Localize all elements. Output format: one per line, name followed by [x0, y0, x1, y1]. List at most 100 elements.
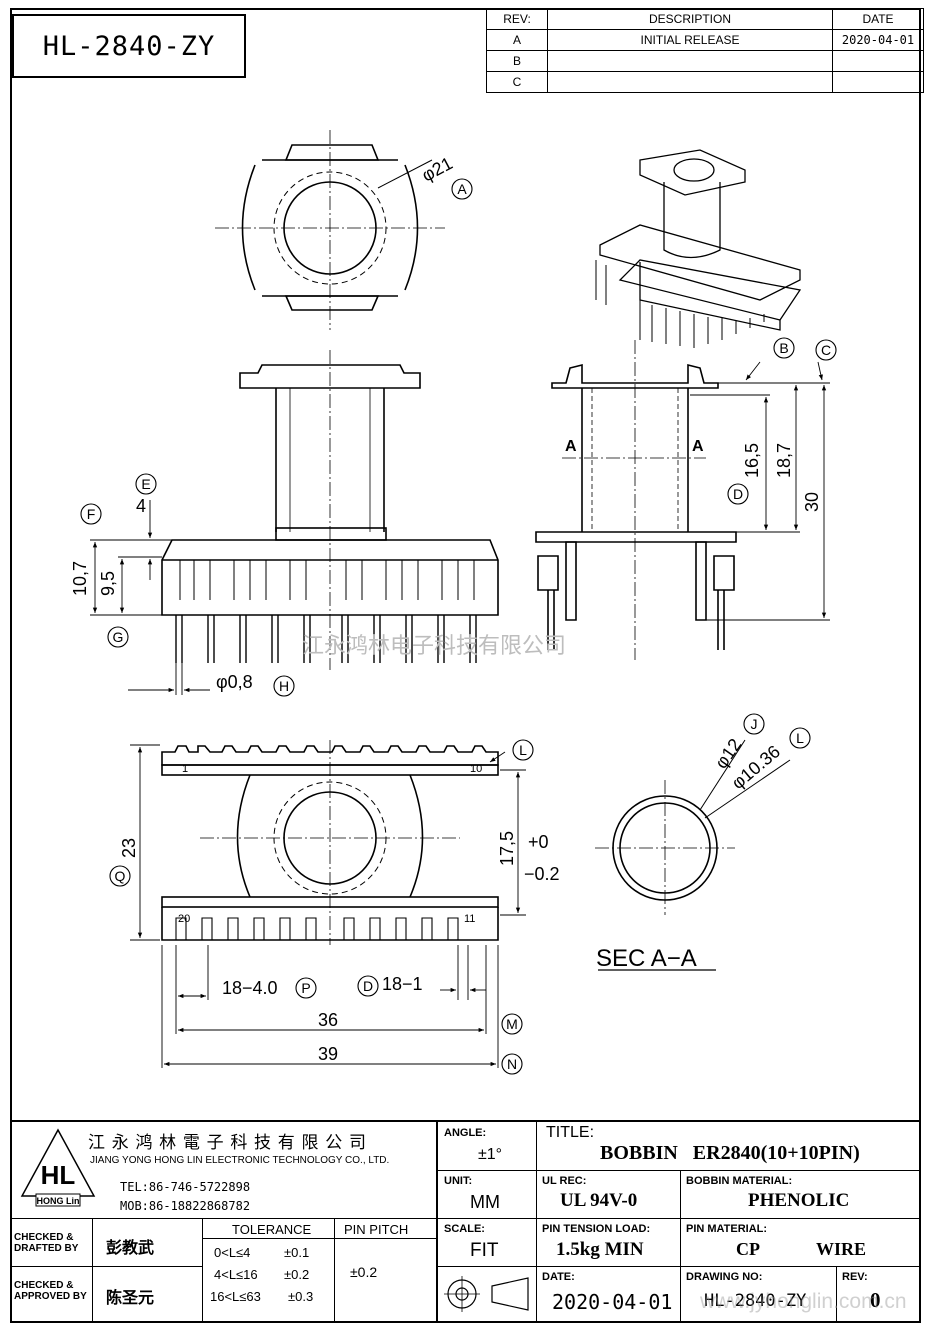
pin-tension-label: PIN TENSION LOAD: [542, 1223, 651, 1235]
label-c: C [821, 342, 831, 358]
dim-30: 30 [802, 492, 822, 512]
tolerance-plus: +0 [528, 832, 549, 852]
date-value: 2020-04-01 [552, 1290, 673, 1314]
tolerance-range-2: 4<L≤16 [214, 1267, 258, 1282]
pin-pitch-value: ±0.2 [350, 1264, 378, 1280]
logo-text: HONG Lin [37, 1196, 80, 1206]
label-e: E [141, 476, 150, 492]
dim-top-diameter: φ21 [418, 153, 455, 186]
pin-1-label: 1 [182, 763, 188, 775]
angle-label: ANGLE: [444, 1127, 487, 1139]
tolerance-value-2: ±0.2 [284, 1267, 310, 1282]
tolerance-label: TOLERANCE [232, 1222, 312, 1237]
revision-table: REV: DESCRIPTION DATE A INITIAL RELEASE … [486, 8, 924, 93]
bottom-view [161, 740, 499, 945]
title-value: BOBBIN ER2840(10+10PIN) [600, 1142, 860, 1164]
watermark-url: www.jyhonglin.com.cn [700, 1290, 907, 1313]
label-l-section: L [796, 730, 804, 746]
dim-10-7: 10,7 [70, 561, 90, 596]
logo-letters: HL [41, 1160, 76, 1190]
isometric-view [595, 149, 802, 348]
date-label: DATE: [542, 1271, 575, 1283]
unit-value: MM [470, 1192, 500, 1212]
company-name-en: JIANG YONG HONG LIN ELECTRONIC TECHNOLOG… [90, 1155, 390, 1166]
dim-36: 36 [318, 1010, 338, 1030]
ul-rec-label: UL REC: [542, 1175, 587, 1187]
section-a-a [595, 739, 791, 971]
pin-tension-value: 1.5kg MIN [556, 1239, 644, 1260]
revision-row: C [486, 71, 924, 93]
company-mob: MOB:86-18822868782 [120, 1199, 251, 1213]
label-g: G [113, 629, 124, 645]
revision-row: A INITIAL RELEASE 2020-04-01 [486, 29, 924, 51]
checked-drafted-name: 彭教武 [106, 1240, 155, 1257]
pin-10-label: 10 [470, 763, 482, 775]
label-d-bottom: D [363, 978, 373, 994]
tolerance-minus: −0.2 [524, 864, 560, 884]
top-view [215, 130, 445, 330]
dim-17-5: 17,5 [497, 831, 517, 866]
label-l-bottom: L [519, 742, 527, 758]
label-j: J [751, 716, 758, 732]
angle-value: ±1° [478, 1146, 503, 1163]
pin-11-label: 11 [464, 913, 475, 925]
label-d: D [733, 486, 743, 502]
rev-label: REV: [842, 1271, 868, 1283]
label-h: H [279, 678, 289, 694]
label-f: F [87, 506, 96, 522]
checked-drafted-label: CHECKED & DRAFTED BY [14, 1232, 79, 1254]
side-view [535, 340, 737, 660]
company-tel: TEL:86-746-5722898 [120, 1180, 251, 1194]
part-number: HL-2840-ZY [42, 30, 216, 62]
tolerance-value-1: ±0.1 [284, 1245, 310, 1260]
bobbin-material-label: BOBBIN MATERIAL: [686, 1175, 793, 1187]
watermark-company: 江永鸿林电子科技有限公司 [302, 633, 567, 658]
scale-value: FIT [470, 1240, 499, 1261]
pin-material-value-2: WIRE [816, 1239, 867, 1259]
date-cell [832, 71, 924, 93]
pin-pitch-label: PIN PITCH [344, 1222, 409, 1237]
tolerance-value-3: ±0.3 [288, 1289, 314, 1304]
ul-rec-value: UL 94V-0 [560, 1190, 638, 1211]
label-q: Q [115, 868, 126, 884]
dim-pin-diameter: φ0,8 [216, 672, 253, 692]
tolerance-range-3: 16<L≤63 [210, 1289, 261, 1304]
drawing-no-value: HL-2840-ZY [704, 1291, 807, 1311]
label-a: A [457, 181, 467, 197]
rev-value: 0 [870, 1288, 881, 1312]
label-m: M [506, 1016, 518, 1032]
dim-39: 39 [318, 1044, 338, 1064]
pin-20-label: 20 [178, 913, 190, 925]
label-p: P [301, 980, 310, 996]
dim-4: 4 [136, 496, 146, 516]
dim-pin-width: 18−1 [382, 974, 423, 994]
company-name-cn: 江 永 鸿 林 電 子 科 技 有 限 公 司 [88, 1133, 367, 1152]
projection-symbol [444, 1276, 529, 1312]
part-number-box: HL-2840-ZY [12, 14, 246, 78]
dim-16-5: 16,5 [742, 443, 762, 478]
label-b: B [779, 340, 788, 356]
drawing-no-label: DRAWING NO: [686, 1271, 763, 1283]
section-mark-left: A [565, 438, 577, 455]
label-n: N [507, 1056, 517, 1072]
checked-approved-label: CHECKED & APPROVED BY [14, 1280, 87, 1302]
checked-approved-name: 陈圣元 [106, 1290, 155, 1307]
company-logo: HL HONG Lin [20, 1128, 96, 1207]
description-cell: INITIAL RELEASE [547, 29, 833, 51]
bobbin-material-value: PHENOLIC [748, 1190, 850, 1211]
pin-material-value: CP [736, 1239, 760, 1259]
front-view [161, 350, 499, 670]
section-mark-right: A [692, 438, 704, 455]
tolerance-range-1: 0<L≤4 [214, 1245, 251, 1260]
dim-18-7: 18,7 [774, 443, 794, 478]
scale-label: SCALE: [444, 1223, 485, 1235]
technical-drawing: A B C E F D G H L J L Q P D M N φ21 A A … [70, 130, 837, 1075]
drawing-frame [10, 8, 921, 1323]
unit-label: UNIT: [444, 1175, 473, 1187]
date-cell: 2020-04-01 [832, 29, 924, 51]
pin-material-label: PIN MATERIAL: [686, 1223, 768, 1235]
dim-pin-pitch: 18−4.0 [222, 978, 278, 998]
title-label: TITLE: [546, 1124, 595, 1141]
dim-9-5: 9,5 [98, 571, 118, 596]
section-title: SEC A−A [596, 945, 697, 972]
